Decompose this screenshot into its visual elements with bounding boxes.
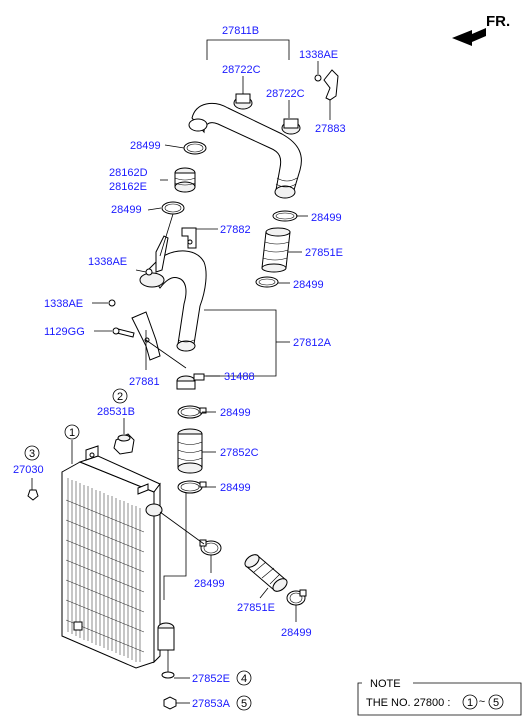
note-title: NOTE [370,678,401,690]
clamp-28499-4[interactable] [255,276,279,288]
label-1338ae-top: 1338AE [299,49,338,61]
label-27030: 27030 [13,464,44,476]
label-28499-2: 28499 [111,204,142,216]
bolt-27853a[interactable] [163,696,177,710]
note-range-start: 1 [467,697,473,709]
label-27811b: 27811B [222,25,259,37]
svg-text:4: 4 [241,673,247,685]
label-28722c-a: 28722C [222,64,261,76]
label-28499-6: 28499 [220,482,251,494]
intercooler-core[interactable] [61,445,175,669]
label-28499-5: 28499 [220,407,251,419]
label-28499-8: 28499 [281,627,312,639]
label-28499-1: 28499 [130,140,161,152]
bracket-27883[interactable] [323,69,339,101]
bolt-1338ae-mid[interactable] [145,268,153,276]
bracket-27881[interactable] [131,235,169,361]
label-27882: 27882 [220,224,251,236]
label-28499-7: 28499 [194,578,225,590]
svg-text:5: 5 [241,698,247,710]
label-1338ae-left: 1338AE [44,298,83,310]
circled-ref-5: 5 [236,695,252,711]
label-28499-4: 28499 [293,279,324,291]
clip-31488[interactable] [176,373,205,390]
label-28162e: 28162E [109,181,147,193]
circled-ref-1: 1 [64,424,80,440]
bolt-1129gg[interactable] [112,327,135,338]
clamp-28499-8[interactable] [286,589,307,606]
clamp-28499-7[interactable] [199,539,222,556]
circled-ref-3: 3 [24,445,40,461]
svg-text:2: 2 [117,391,123,403]
label-28531b: 28531B [97,406,135,418]
clamp-28499-3[interactable] [272,210,298,222]
note-tilde: ~ [479,696,485,708]
clamp-28499-1[interactable] [183,141,207,155]
label-27812a: 27812A [293,337,332,349]
hose-clamp-28722c-right[interactable] [281,118,301,135]
label-27852e: 27852E [192,673,230,685]
label-28162d: 28162D [109,167,148,179]
label-27852c: 27852C [220,447,259,459]
upper-intercooler-hose[interactable] [188,102,302,199]
hose-28162[interactable] [174,167,196,193]
label-27853a: 27853A [192,698,231,710]
note-text: THE NO. 27800 : [366,697,450,709]
intercooler-pipe-27812a[interactable] [139,250,207,352]
label-27883: 27883 [315,123,346,135]
leader-lines [31,39,331,704]
bolt-1338ae-left[interactable] [108,299,116,307]
label-27851e-top: 27851E [305,247,343,259]
svg-text:1: 1 [69,427,75,439]
mount-28531b[interactable] [113,433,135,455]
circled-ref-4: 4 [236,670,252,686]
bolt-1338ae-top[interactable] [314,74,322,82]
hose-27852c[interactable] [177,428,203,474]
svg-text:3: 3 [29,448,35,460]
label-31488: 31488 [224,371,255,383]
hose-clamp-28722c-left[interactable] [233,93,253,110]
clamp-28499-2[interactable] [161,201,185,215]
label-1129gg: 1129GG [44,326,85,338]
bolt-27030[interactable] [27,489,39,501]
drain-plug-27852e[interactable] [161,671,175,679]
front-label: FR. [486,13,510,30]
clamp-28499-5[interactable] [177,405,207,419]
bracket-27882[interactable] [181,227,197,249]
note-box: NOTE THE NO. 27800 : 1 ~ 5 [357,678,522,716]
note-range-end: 5 [493,697,499,709]
label-28722c-b: 28722C [266,88,305,100]
label-27851e-bottom: 27851E [237,602,275,614]
circled-ref-2: 2 [112,388,128,404]
label-28499-3: 28499 [311,212,342,224]
label-27881: 27881 [129,376,160,388]
label-1338ae-mid: 1338AE [88,256,127,268]
hose-27851e-top[interactable] [261,227,291,273]
clamp-28499-6[interactable] [177,480,207,494]
hose-27851e-bottom[interactable] [243,552,290,594]
front-direction-indicator: FR. [452,13,510,46]
front-arrow-icon [452,28,486,46]
